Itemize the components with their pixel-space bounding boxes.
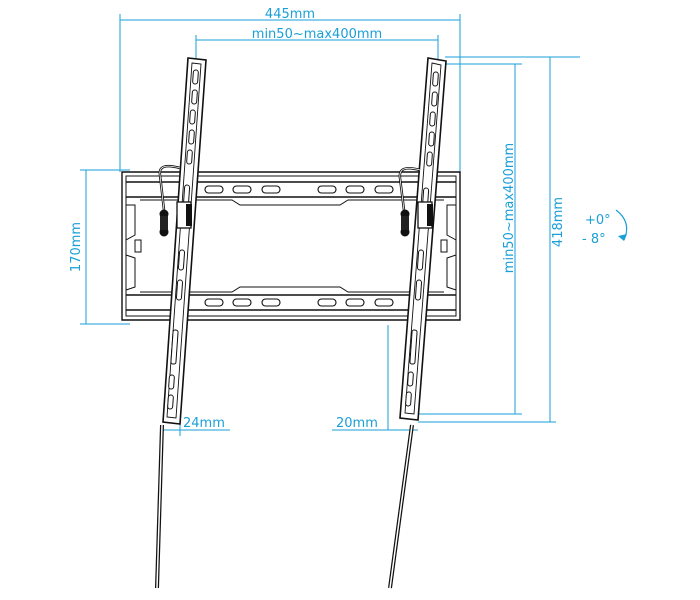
top-slots (204, 185, 394, 194)
dimension-lines (80, 14, 580, 436)
total-height-label: 418mm (551, 197, 566, 247)
wall-offset-label: 20mm (336, 416, 378, 431)
bottom-slots (204, 298, 394, 307)
right-bracket-arm (388, 57, 447, 589)
total-width-label: 445mm (265, 7, 315, 22)
plate-height-label: 170mm (69, 222, 84, 272)
vesa-vertical-label: min50~max400mm (502, 143, 517, 273)
tilt-down-label: - 8° (582, 232, 606, 247)
vesa-horizontal-label: min50~max400mm (252, 27, 382, 42)
left-bracket-arm (155, 57, 207, 589)
tilt-arrow-icon (618, 234, 627, 241)
tilt-up-label: +0° (585, 213, 611, 228)
wall-plate (121, 171, 461, 321)
arm-width-label: 24mm (183, 416, 225, 431)
